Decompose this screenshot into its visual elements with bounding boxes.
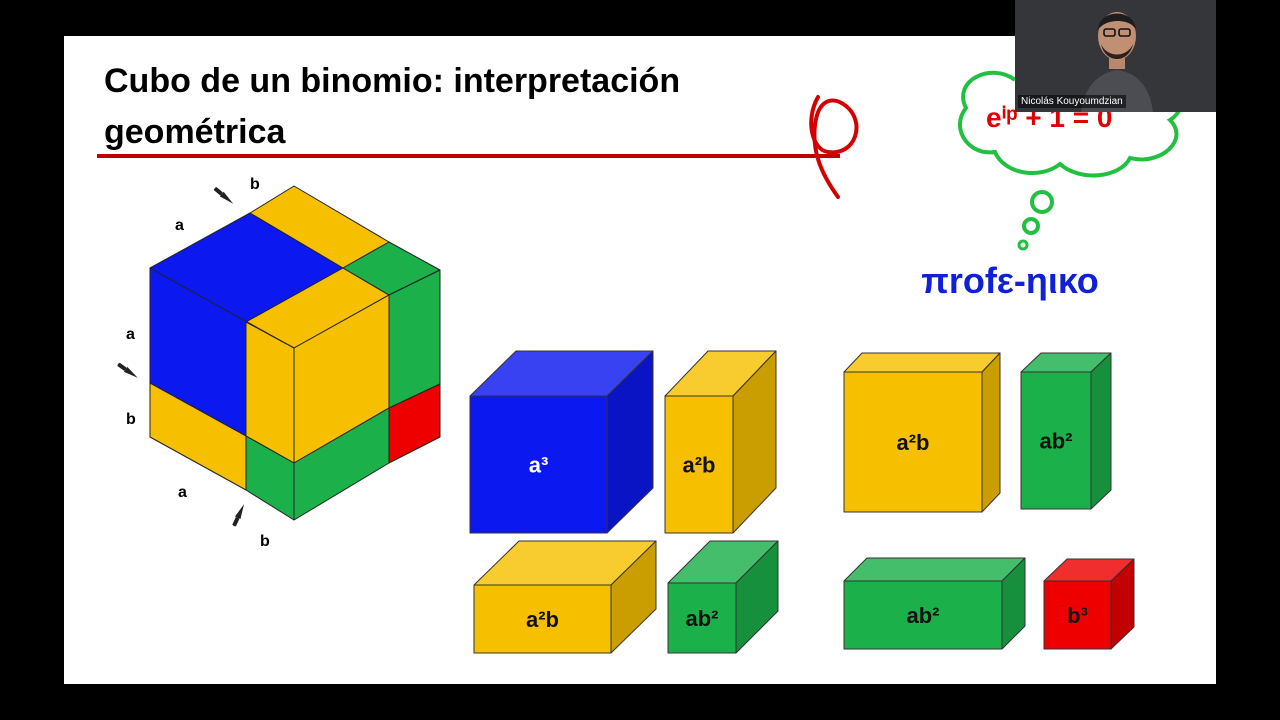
cube-label-top-b: b xyxy=(250,176,260,193)
cube-label-bottom-b: b xyxy=(260,533,270,550)
piece-front-face xyxy=(664,395,734,534)
presenter-avatar xyxy=(1015,0,1216,112)
piece-block: b³ xyxy=(1043,558,1135,650)
piece-front-face xyxy=(1020,371,1092,510)
piece-block: a²b xyxy=(843,352,1001,513)
piece-front-face xyxy=(667,582,737,654)
piece-top-face xyxy=(843,352,1001,373)
piece-block: a²b xyxy=(473,540,657,654)
piece-label: ab² xyxy=(907,603,940,628)
binomial-pieces: a³ a²b a²b ab² a²b ab² ab² b³ xyxy=(469,350,1135,654)
piece-block: a³ xyxy=(469,350,654,534)
piece-block: ab² xyxy=(667,540,779,654)
piece-block: ab² xyxy=(1020,352,1112,510)
piece-top-face xyxy=(843,557,1026,582)
knife-icon xyxy=(213,187,234,204)
webcam-overlay: Nicolás Kouyoumdzian xyxy=(1015,0,1216,112)
knife-icon xyxy=(232,504,245,527)
piece-label: ab² xyxy=(686,606,719,631)
pen-scribble xyxy=(809,95,859,199)
piece-front-face xyxy=(843,580,1003,650)
piece-label: a²b xyxy=(897,430,930,455)
cube-label-left-a: a xyxy=(126,326,135,343)
cube-label-top-a: a xyxy=(175,217,184,234)
cube-label-bottom-a: a xyxy=(178,484,187,501)
piece-front-face xyxy=(843,371,983,513)
cube-label-left-b: b xyxy=(126,411,136,428)
participant-name: Nicolás Kouyoumdzian xyxy=(1018,95,1126,108)
piece-front-face xyxy=(469,395,608,534)
assembled-cube xyxy=(149,185,441,521)
brand-logo-text: πrofε-ηικο xyxy=(921,260,1099,301)
piece-label: b³ xyxy=(1067,603,1088,628)
piece-side-face xyxy=(1090,352,1112,510)
piece-side-face xyxy=(981,352,1001,513)
piece-label: a²b xyxy=(526,607,559,632)
piece-block: a²b xyxy=(664,350,777,534)
slide-title: Cubo de un binomio: interpretación geomé… xyxy=(104,62,681,151)
piece-label: ab² xyxy=(1040,429,1073,454)
piece-block: ab² xyxy=(843,557,1026,650)
piece-front-face xyxy=(473,584,612,654)
piece-label: a²b xyxy=(683,453,716,478)
piece-front-face xyxy=(1043,580,1112,650)
piece-label: a³ xyxy=(529,453,549,478)
knife-icon xyxy=(117,362,138,378)
